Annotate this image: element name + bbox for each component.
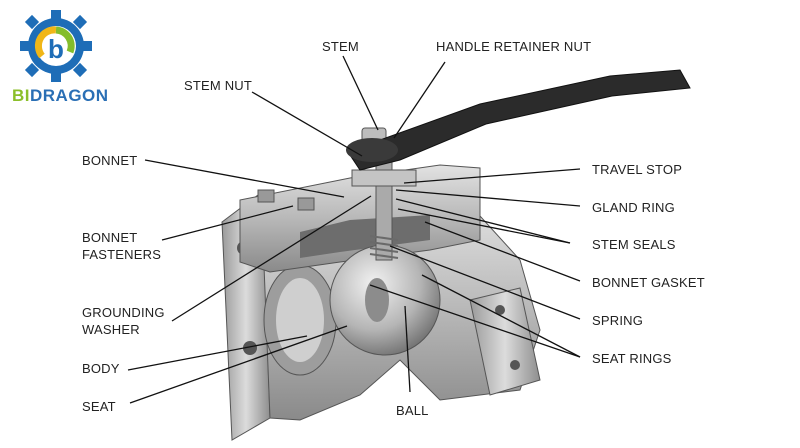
flange-bolt-hole: [243, 341, 257, 355]
leader-bonnet: [144, 159, 345, 198]
label-bonnet-gasket: BONNET GASKET: [592, 275, 705, 290]
label-grounding-washer-line1: GROUNDING: [82, 305, 165, 320]
leader-seat: [129, 325, 348, 404]
leader-body: [127, 335, 308, 371]
handle: [346, 69, 691, 171]
leader-stem-seals-a: [395, 198, 571, 244]
label-bonnet-fasteners: BONNET FASTENERS: [82, 229, 161, 263]
label-spring: SPRING: [592, 313, 644, 328]
label-seat: SEAT: [82, 399, 116, 414]
stem-assembly: [351, 127, 417, 261]
label-travel-stop: TRAVEL STOP: [592, 162, 683, 177]
leader-bonnet-fasteners: [161, 205, 294, 241]
valve-ball: [329, 244, 441, 356]
label-body: BODY: [82, 361, 120, 376]
logo-wordmark: BIDRAGON: [12, 86, 109, 106]
flange-bolt-hole: [495, 305, 505, 315]
label-ball: BALL: [396, 403, 429, 418]
label-seat-rings: SEAT RINGS: [592, 351, 672, 366]
leader-gland-ring: [395, 189, 581, 207]
label-stem-seals: STEM SEALS: [592, 237, 676, 252]
leader-stem: [342, 55, 379, 131]
flange-bolt-hole: [510, 360, 520, 370]
right-flange: [469, 287, 541, 396]
logo-text-suffix: DRAGON: [30, 86, 109, 105]
logo-mark-letter: b: [48, 34, 64, 64]
leader-lines: [127, 55, 581, 404]
leader-stem-seals-b: [397, 208, 571, 244]
label-grounding-washer: GROUNDING WASHER: [82, 304, 165, 338]
leader-seat-rings-a: [369, 284, 581, 358]
label-gland-ring: GLAND RING: [592, 200, 675, 215]
leader-stem-nut: [251, 91, 363, 157]
label-stem: STEM: [322, 39, 359, 54]
bidragon-logo: b: [20, 10, 92, 82]
leader-handle-retainer-nut: [393, 61, 446, 139]
label-bonnet-fasteners-line2: FASTENERS: [82, 247, 162, 262]
label-bonnet-fasteners-line1: BONNET: [82, 230, 138, 245]
label-stem-nut: STEM NUT: [184, 78, 253, 93]
leader-seat-rings-b: [421, 274, 581, 358]
label-handle-retainer-nut: HANDLE RETAINER NUT: [436, 39, 592, 54]
label-bonnet: BONNET: [82, 153, 138, 168]
leader-grounding-washer: [171, 195, 372, 322]
leader-ball: [404, 305, 411, 393]
leader-travel-stop: [403, 168, 581, 184]
leader-spring: [389, 245, 581, 320]
label-grounding-washer-line2: WASHER: [82, 322, 140, 337]
logo-text-prefix: BI: [12, 86, 30, 105]
leader-bonnet-gasket: [424, 221, 581, 282]
